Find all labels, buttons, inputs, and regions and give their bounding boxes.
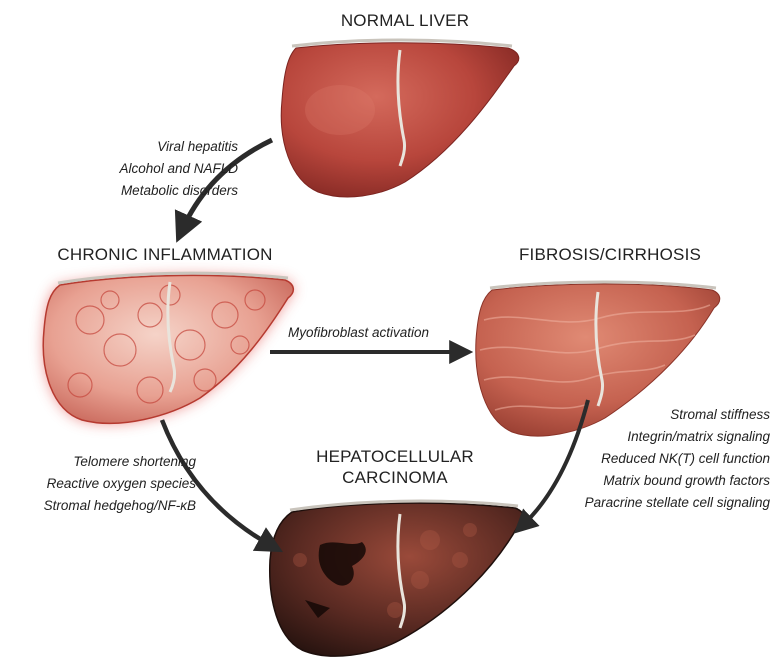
factor-item: Metabolic disorders xyxy=(20,180,238,202)
factor-item: Viral hepatitis xyxy=(20,136,238,158)
fibrosis-to-hcc-factors: Stromal stiffness Integrin/matrix signal… xyxy=(540,404,770,514)
factor-item: Integrin/matrix signaling xyxy=(540,426,770,448)
hcc-title: HEPATOCELLULAR CARCINOMA xyxy=(290,446,500,488)
inflamed-liver-illustration xyxy=(43,273,293,423)
factor-item: Matrix bound growth factors xyxy=(540,470,770,492)
normal-to-inflammation-factors: Viral hepatitis Alcohol and NAFLD Metabo… xyxy=(20,136,238,202)
carcinoma-liver-illustration xyxy=(270,501,524,656)
inflammation-to-hcc-factors: Telomere shortening Reactive oxygen spec… xyxy=(4,451,196,517)
inflammation-to-fibrosis-factors: Myofibroblast activation xyxy=(288,322,488,344)
chronic-inflammation-title: CHRONIC INFLAMMATION xyxy=(40,244,290,265)
factor-item: Reduced NK(T) cell function xyxy=(540,448,770,470)
hcc-title-line1: HEPATOCELLULAR xyxy=(290,446,500,467)
factor-item: Alcohol and NAFLD xyxy=(20,158,238,180)
fibrosis-cirrhosis-title: FIBROSIS/CIRRHOSIS xyxy=(505,244,715,265)
normal-liver-title: NORMAL LIVER xyxy=(300,10,510,31)
factor-item: Stromal stiffness xyxy=(540,404,770,426)
factor-item: Paracrine stellate cell signaling xyxy=(540,492,770,514)
factor-item: Myofibroblast activation xyxy=(288,322,488,344)
normal-liver-illustration xyxy=(281,40,519,197)
hcc-title-line2: CARCINOMA xyxy=(290,467,500,488)
factor-item: Stromal hedgehog/NF-κB xyxy=(4,495,196,517)
factor-item: Telomere shortening xyxy=(4,451,196,473)
factor-item: Reactive oxygen species xyxy=(4,473,196,495)
